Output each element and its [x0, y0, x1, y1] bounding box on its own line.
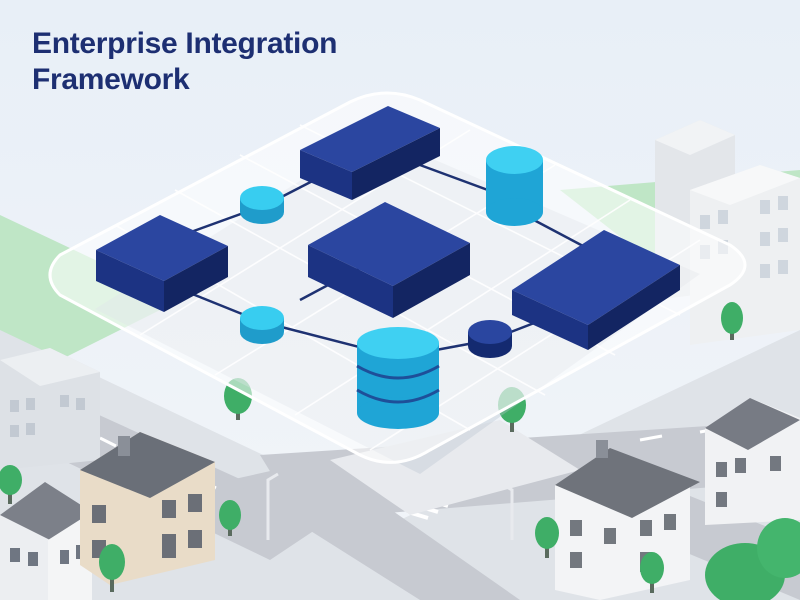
- title-line-1: Enterprise Integration: [32, 27, 338, 60]
- node-lower-left[interactable]: [240, 306, 284, 344]
- tree-icon: [640, 552, 664, 593]
- streetlight-icon: [501, 482, 514, 540]
- tree-cluster: [705, 518, 800, 600]
- database-bottom[interactable]: [356, 327, 440, 429]
- tree-icon: [219, 500, 241, 536]
- title-line-2: Framework: [32, 63, 190, 96]
- tree-icon: [535, 517, 559, 558]
- sidewalk-center: [330, 420, 580, 515]
- database-top[interactable]: [486, 146, 543, 226]
- node-lower-right[interactable]: [468, 320, 512, 358]
- server-right[interactable]: [512, 230, 680, 350]
- tree-icon: [721, 302, 743, 340]
- house-far-right: [705, 398, 800, 525]
- node-upper-left[interactable]: [240, 186, 284, 224]
- server-left[interactable]: [96, 215, 228, 312]
- server-center[interactable]: [308, 202, 470, 318]
- page-title: Enterprise Integration Framework: [32, 26, 337, 98]
- server-top[interactable]: [300, 106, 440, 200]
- building-left-back: [0, 348, 100, 470]
- tree-icon: [99, 544, 125, 592]
- trees: [0, 302, 800, 600]
- road-lower: [230, 460, 520, 600]
- tree-icon: [0, 465, 22, 504]
- streetlight-icon: [266, 472, 279, 540]
